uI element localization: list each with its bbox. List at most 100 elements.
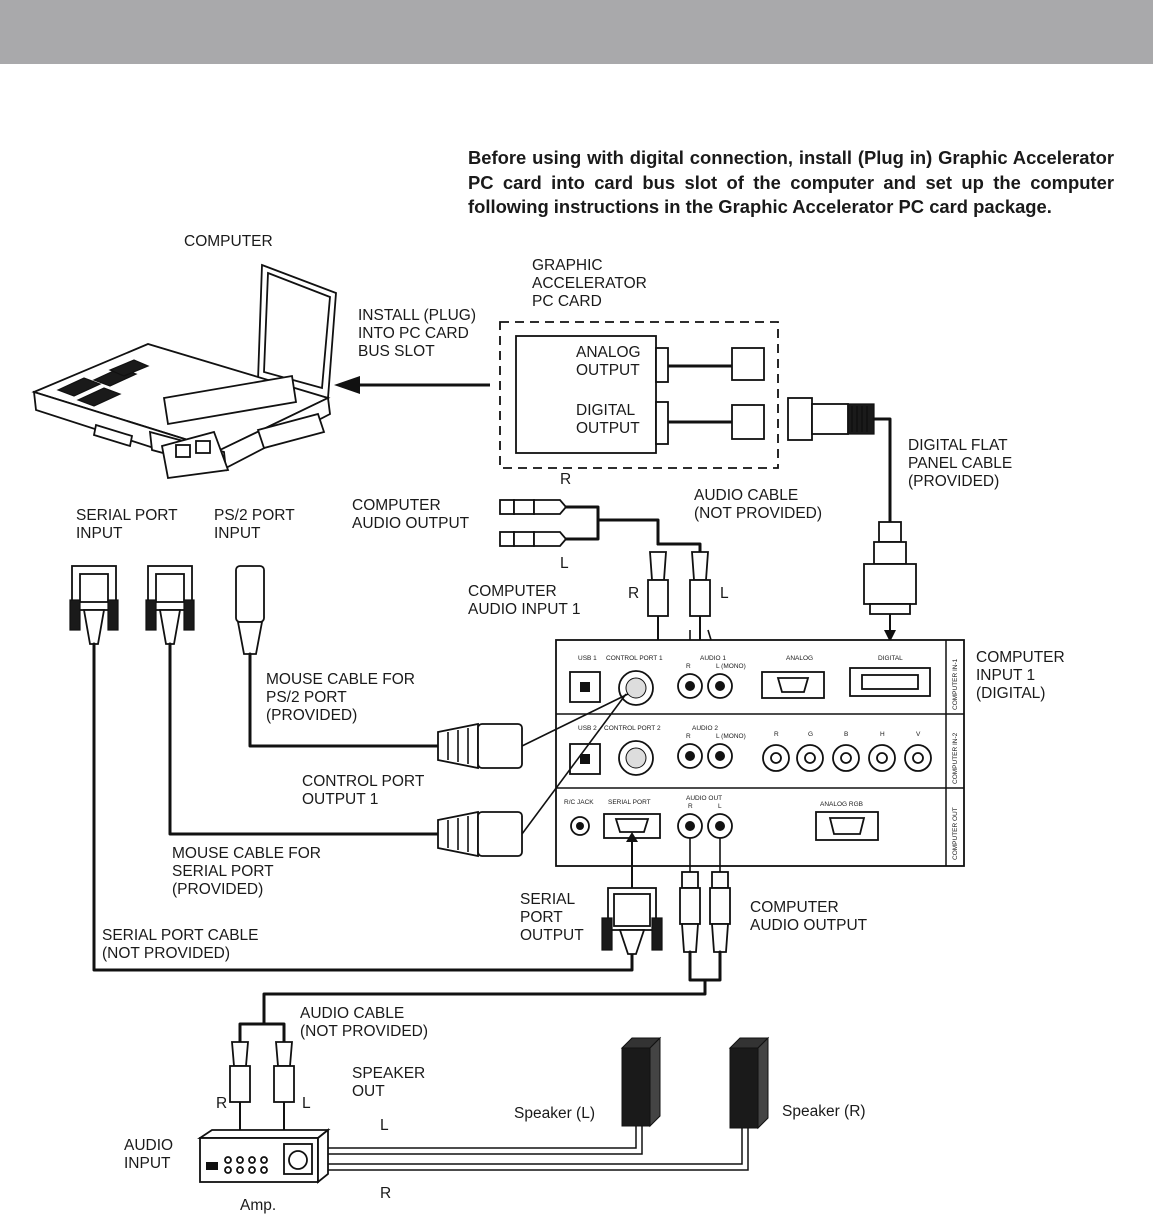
cpo1-line1: CONTROL PORT [302, 773, 425, 790]
analog-rgb-label: ANALOG RGB [820, 801, 863, 808]
audio-out-label: AUDIO OUT [686, 795, 722, 802]
cao-top-line1: COMPUTER [352, 497, 441, 514]
serial-port-input-connector [69, 565, 634, 972]
ps2-port-input-line2: INPUT [214, 525, 261, 542]
amp-r-label: R [216, 1095, 227, 1112]
serial-port-cable-label: SERIAL PORT CABLE (NOT PROVIDED) [102, 927, 259, 962]
serial-port-panel-label: SERIAL PORT [608, 799, 651, 806]
graphic-accelerator-pc-card [499, 321, 779, 469]
install-arrow [334, 376, 490, 394]
cai1-line2: AUDIO INPUT 1 [468, 601, 581, 618]
audio2-label: AUDIO 2 [692, 725, 718, 732]
digital-label: DIGITAL [878, 655, 903, 662]
intro-instructions: Before using with digital connection, in… [468, 147, 1114, 217]
audio-out-l-label: L [718, 803, 722, 810]
audio-input-line2: INPUT [124, 1155, 171, 1172]
ps2-port-input-line1: PS/2 PORT [214, 507, 295, 524]
mc-ps2-line3: (PROVIDED) [266, 707, 357, 724]
dfp-cable-line3: (PROVIDED) [908, 473, 999, 490]
ci1-line3: (DIGITAL) [976, 685, 1045, 702]
ci1-line1: COMPUTER [976, 649, 1065, 666]
mc-ps2-line2: PS/2 PORT [266, 689, 347, 706]
spo-line2: PORT [520, 909, 563, 926]
mc-serial-line2: SERIAL PORT [172, 863, 274, 880]
cao-top-line2: AUDIO OUTPUT [352, 515, 470, 532]
laptop-computer [31, 263, 337, 480]
serial-port-input-line1: SERIAL PORT [76, 507, 178, 524]
control-port-1-label: CONTROL PORT 1 [606, 655, 663, 662]
computer-in-2-side-label: COMPUTER IN-2 [952, 732, 959, 784]
audio-input-label: AUDIO INPUT [124, 1137, 173, 1172]
cao-bottom-line1: COMPUTER [750, 899, 839, 916]
graphic-card-label-line1: GRAPHIC [532, 257, 603, 274]
computer-audio-output-bottom-label: COMPUTER AUDIO OUTPUT [750, 899, 868, 934]
install-label: INSTALL (PLUG) INTO PC CARD BUS SLOT [358, 307, 476, 360]
audio-input-1-l-label: L [720, 585, 729, 602]
mc-serial-line1: MOUSE CABLE FOR [172, 845, 321, 862]
audio-input-1-plugs [647, 551, 723, 677]
audio1-l-label: L (MONO) [716, 663, 746, 670]
install-label-line1: INSTALL (PLUG) [358, 307, 476, 324]
speaker-right [728, 1036, 770, 1130]
audio1-r-label: R [686, 663, 691, 670]
computer-audio-output-plugs [499, 499, 702, 554]
spo-line3: OUTPUT [520, 927, 584, 944]
analog-label: ANALOG [786, 655, 813, 662]
bnc-h-label: H [880, 731, 885, 738]
audio-cable-top-label: AUDIO CABLE (NOT PROVIDED) [694, 487, 822, 522]
serial-port-input-label: SERIAL PORT INPUT [76, 507, 178, 542]
speaker-wires [328, 1126, 749, 1171]
mc-ps2-line1: MOUSE CABLE FOR [266, 671, 415, 688]
audio-cable-top-line2: (NOT PROVIDED) [694, 505, 822, 522]
dfp-cable-line2: PANEL CABLE [908, 455, 1012, 472]
computer-audio-input-1-label: COMPUTER AUDIO INPUT 1 [468, 583, 581, 618]
audio-cable-top-line1: AUDIO CABLE [694, 487, 798, 504]
install-label-line3: BUS SLOT [358, 343, 435, 360]
serial-port-input-line2: INPUT [76, 525, 123, 542]
audio-out-r-label: R [688, 803, 693, 810]
cpo1-line2: OUTPUT 1 [302, 791, 378, 808]
digital-output-label: DIGITAL OUTPUT [576, 402, 640, 437]
speaker-out-r-label: R [380, 1185, 391, 1202]
digital-output-line2: OUTPUT [576, 420, 640, 437]
speaker-out-l-label: L [380, 1117, 389, 1134]
spo-line1: SERIAL [520, 891, 576, 908]
analog-output-line2: OUTPUT [576, 362, 640, 379]
audio-input-line1: AUDIO [124, 1137, 173, 1154]
mouse-cable-ps2-label: MOUSE CABLE FOR PS/2 PORT (PROVIDED) [266, 671, 415, 724]
header-bar [0, 0, 1153, 64]
computer-input-1-label: COMPUTER INPUT 1 (DIGITAL) [976, 649, 1065, 702]
computer-in-1-side-label: COMPUTER IN-1 [952, 658, 959, 710]
graphic-card-label-line3: PC CARD [532, 293, 602, 310]
audio-cable-bottom-label: AUDIO CABLE (NOT PROVIDED) [300, 1005, 428, 1040]
speaker-l-label: Speaker (L) [514, 1105, 595, 1122]
usb1-label: USB 1 [578, 655, 597, 662]
serial-port-output-connector [601, 832, 663, 955]
control-port-1-connector [437, 693, 629, 770]
cao-bottom-line2: AUDIO OUTPUT [750, 917, 868, 934]
cai1-line1: COMPUTER [468, 583, 557, 600]
install-label-line2: INTO PC CARD [358, 325, 469, 342]
audio1-label: AUDIO 1 [700, 655, 726, 662]
speaker-out-line2: OUT [352, 1083, 385, 1100]
spc-line2: (NOT PROVIDED) [102, 945, 230, 962]
ci1-line2: INPUT 1 [976, 667, 1035, 684]
rc-jack-label: R/C JACK [564, 799, 594, 806]
usb2-label: USB 2 [578, 725, 597, 732]
graphic-card-label-line2: ACCELERATOR [532, 275, 647, 292]
dfp-cable-line1: DIGITAL FLAT [908, 437, 1008, 454]
analog-output-line1: ANALOG [576, 344, 641, 361]
control-port-output-1-label: CONTROL PORT OUTPUT 1 [302, 773, 425, 808]
audio-cable-bottom-line2: (NOT PROVIDED) [300, 1023, 428, 1040]
analog-output-label: ANALOG OUTPUT [576, 344, 641, 379]
audio2-l-label: L (MONO) [716, 733, 746, 740]
computer-audio-output-top-label: COMPUTER AUDIO OUTPUT [352, 497, 470, 532]
panel-labels: USB 1 CONTROL PORT 1 AUDIO 1 R L (MONO) … [564, 655, 959, 860]
mc-serial-line3: (PROVIDED) [172, 881, 263, 898]
amp-label: Amp. [240, 1197, 276, 1214]
bnc-b-label: B [844, 731, 848, 738]
amp-l-label: L [302, 1095, 311, 1112]
serial-mouse-connector [437, 693, 627, 858]
bnc-v-label: V [916, 731, 921, 738]
